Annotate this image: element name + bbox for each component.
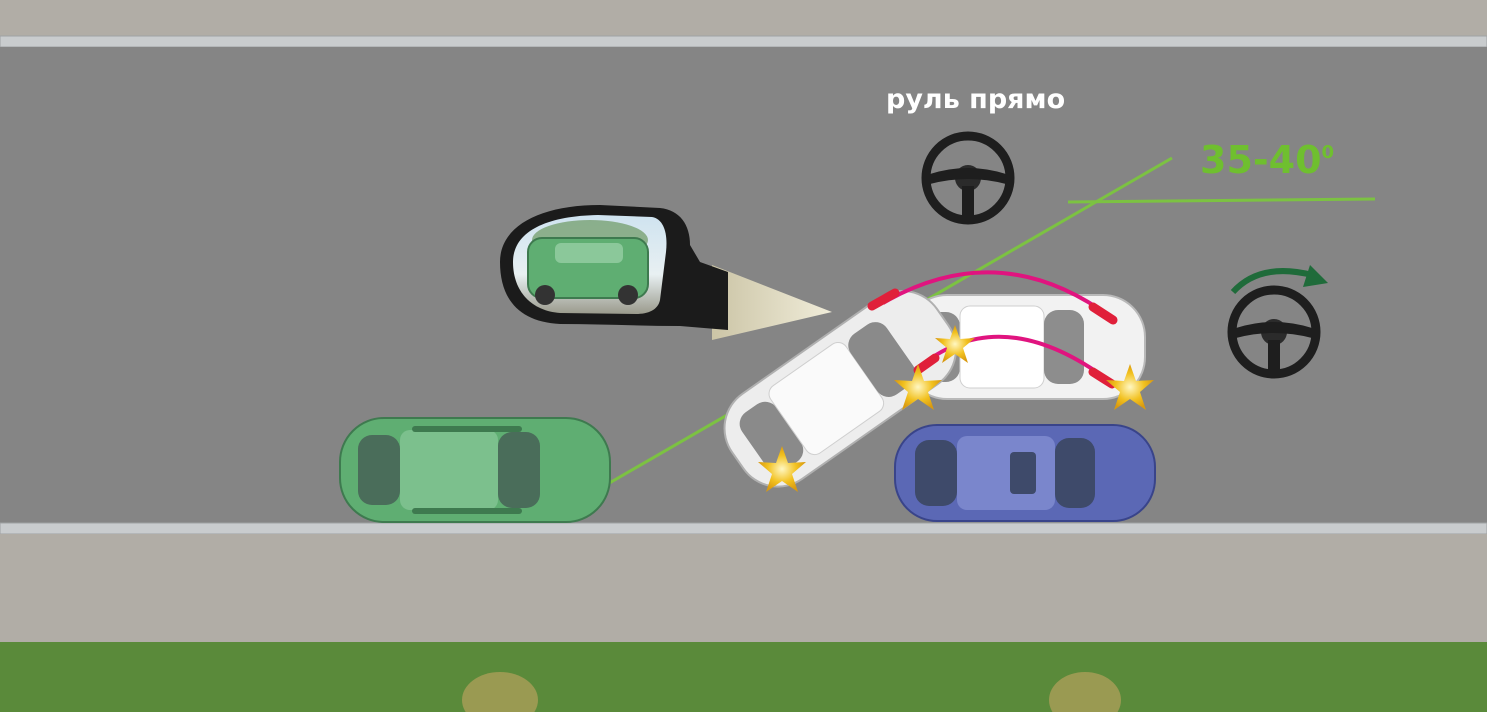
grass — [0, 642, 1487, 712]
side-mirror-icon — [500, 205, 832, 340]
top-curb — [0, 35, 1487, 48]
rotate-arrow-icon — [1230, 265, 1328, 295]
corner-marker — [1088, 302, 1118, 325]
bush — [462, 672, 538, 712]
corner-marker — [913, 353, 940, 375]
steering-wheel-icon — [921, 131, 1015, 225]
collision-star-icon — [894, 364, 942, 410]
collision-star-icon — [1106, 364, 1154, 410]
corner-marker — [867, 288, 900, 311]
collision-star-icon — [758, 446, 806, 492]
blue-parked-car — [894, 424, 1156, 522]
angle-reference-line — [1067, 197, 1376, 204]
steering-straight-label: руль прямо — [886, 84, 1066, 115]
collision-star-icon — [935, 325, 975, 363]
angle-label: 35-400 — [1200, 138, 1334, 182]
bottom-curb — [0, 522, 1487, 535]
bush — [1049, 672, 1121, 712]
trajectory-arc-front — [881, 270, 1114, 320]
trajectory-arc-rear — [916, 334, 1110, 382]
green-parked-car — [339, 417, 611, 523]
angle-degree: 0 — [1321, 142, 1335, 163]
bottom-sidewalk — [0, 534, 1487, 642]
white-car-angled — [723, 289, 957, 488]
top-sidewalk — [0, 0, 1487, 38]
angle-value: 35-40 — [1200, 138, 1322, 182]
steering-wheel-icon — [1227, 285, 1321, 379]
